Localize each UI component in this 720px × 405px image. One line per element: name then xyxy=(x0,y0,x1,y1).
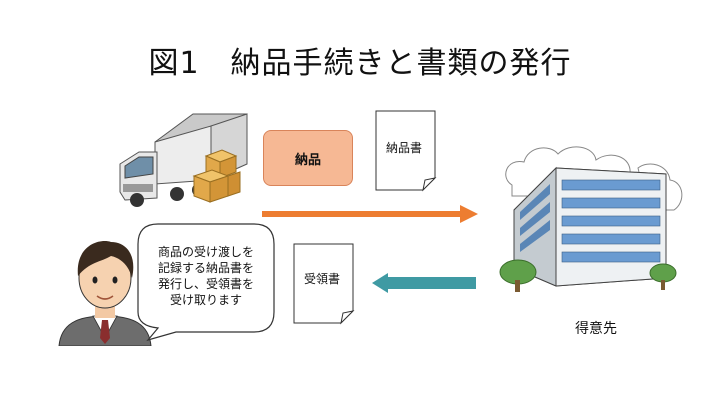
delivery-note-label: 納品書 xyxy=(386,141,423,155)
boxes-icon xyxy=(192,149,241,203)
diagram-title: 図1 納品手続きと書類の発行 xyxy=(148,46,572,81)
speech-line: 発行し、受領書を xyxy=(157,277,254,291)
delivery-badge: 納品 xyxy=(263,130,353,186)
document-icon xyxy=(293,243,355,325)
client-label: 得意先 xyxy=(575,321,617,337)
speech-line: 商品の受け渡しを xyxy=(157,245,254,259)
building-icon xyxy=(505,146,683,287)
speech-bubble-icon xyxy=(137,223,275,342)
speech-line: 記録する納品書を xyxy=(157,261,254,275)
receipt-label: 受領書 xyxy=(304,272,341,286)
document-icon xyxy=(375,110,437,192)
tree-icon xyxy=(649,263,677,290)
forward-arrow xyxy=(262,205,478,223)
speech-text: 商品の受け渡しを 記録する納品書を 発行し、受領書を 受け取ります xyxy=(147,244,265,308)
person-icon xyxy=(58,241,152,346)
speech-line: 受け取ります xyxy=(169,293,242,307)
back-arrow xyxy=(372,273,476,293)
tree-icon xyxy=(499,259,537,292)
